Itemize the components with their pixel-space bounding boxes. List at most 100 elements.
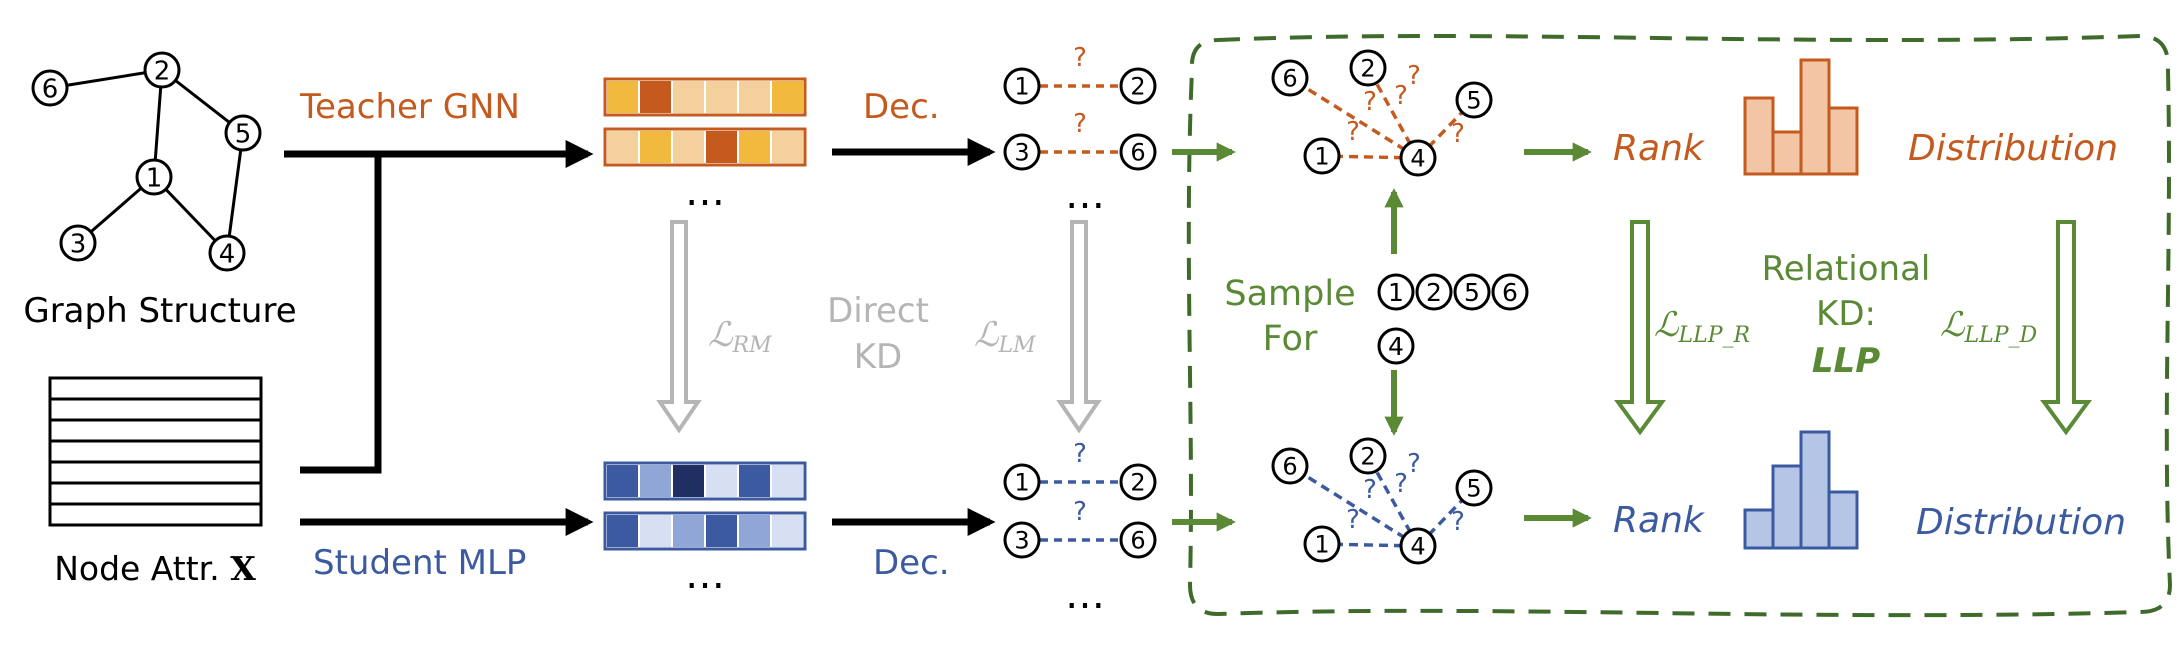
teacher-sample-node-5: 5 <box>1455 81 1493 119</box>
teacher-distribution-label: Distribution <box>1908 128 2118 169</box>
teacher-link-1-2-node-b-label: 2 <box>1130 73 1145 101</box>
sample-node-6: 6 <box>1491 273 1529 311</box>
student-embeddings <box>603 461 807 551</box>
student-embedding-row-2-cell <box>704 513 739 549</box>
teacher-sample-question-2: ? <box>1394 81 1408 111</box>
teacher-rank-label: Rank <box>1613 128 1706 169</box>
student-link-1-2-node-a: 1 <box>1003 463 1041 501</box>
teacher-sample-question-5: ? <box>1451 119 1465 149</box>
teacher-link-3-6-node-b-label: 6 <box>1130 139 1145 167</box>
student-label: Student MLP <box>313 543 526 583</box>
teacher-sample-node-6-label: 6 <box>1282 65 1297 93</box>
student-link-3-6-node-b-label: 6 <box>1130 527 1145 555</box>
sample-node-1-label: 1 <box>1388 278 1404 307</box>
teacher-sample-node-5-label: 5 <box>1466 87 1481 115</box>
student-embedding-row-2-cell <box>605 513 640 549</box>
graph-node-4-label: 4 <box>219 239 236 269</box>
teacher-embedding-row-2-cell <box>605 129 640 165</box>
student-embedding-row-2-cell <box>638 513 673 549</box>
teacher-embedding-ellipsis: … <box>685 169 725 215</box>
student-embedding-row-1 <box>605 463 805 499</box>
student-link-3-6-node-a-label: 3 <box>1014 527 1029 555</box>
graph-node-2-label: 2 <box>154 56 171 86</box>
student-decoder-label: Dec. <box>873 543 950 583</box>
student-sample-question-2: ? <box>1394 469 1408 499</box>
student-sample-edge-4-6 <box>1289 464 1419 548</box>
student-rank-label: Rank <box>1613 500 1706 541</box>
student-sample-node-2-label: 2 <box>1360 443 1375 471</box>
graph-node-6: 6 <box>31 69 69 107</box>
student-distribution-label: Distribution <box>1916 502 2126 543</box>
teacher-embedding-row-2-cell <box>737 129 772 165</box>
student-sample-question-1: ? <box>1346 505 1360 535</box>
loss-lm: ℒLM <box>974 315 1036 358</box>
student-embedding-row-1-cell <box>605 463 640 499</box>
student-sample-node-1: 1 <box>1303 525 1341 563</box>
node-attribute-matrix: Node Attr. X <box>48 376 263 588</box>
sample-node-2-label: 2 <box>1426 278 1442 307</box>
student-embedding-row-2-cell <box>737 513 772 549</box>
teacher-sample-node-2-label: 2 <box>1360 55 1375 83</box>
teacher-sample-anchor-node: 4 <box>1399 139 1437 177</box>
student-embedding-row-1-cell <box>737 463 772 499</box>
student-sample-question-2b: ? <box>1407 449 1421 479</box>
student-sample-anchor-node-label: 4 <box>1410 533 1425 561</box>
student-sample-node-1-label: 1 <box>1314 531 1329 559</box>
graph-caption: Graph Structure <box>23 291 296 331</box>
teacher-embedding-row-1 <box>605 79 805 115</box>
loss-llp-d: ℒLLP_D <box>1940 305 2038 348</box>
sample-node-1: 1 <box>1377 273 1415 311</box>
relational-kd-line2: KD: <box>1816 294 1876 334</box>
sample-anchor-4-label: 4 <box>1388 332 1404 361</box>
sample-line2: For <box>1263 319 1318 359</box>
teacher-link-1-2-node-a-label: 1 <box>1014 73 1029 101</box>
teacher-embedding-row-2-cell <box>671 129 706 165</box>
sample-line1: Sample <box>1224 274 1355 314</box>
graph-node-2: 2 <box>143 51 181 89</box>
direct-kd-line1: Direct <box>827 291 929 331</box>
relational-kd-line3: LLP <box>1812 341 1880 381</box>
student-sample-node-2: 2 <box>1349 437 1387 475</box>
student-link-1-2-node-a-label: 1 <box>1014 469 1029 497</box>
student-sample-node-6-label: 6 <box>1282 453 1297 481</box>
teacher-link-3-6-node-a-label: 3 <box>1014 139 1029 167</box>
teacher-embedding-row-2-cell <box>638 129 673 165</box>
teacher-embedding-row-1-cell <box>770 79 805 115</box>
student-link-1-2-node-b: 2 <box>1119 463 1157 501</box>
attribute-caption: Node Attr. X <box>54 549 256 588</box>
student-embedding-row-2-cell <box>671 513 706 549</box>
graph-node-1-label: 1 <box>146 163 163 193</box>
graph-node-3-label: 3 <box>70 229 87 259</box>
sample-anchor-4: 4 <box>1377 327 1415 365</box>
student-embedding-row-2-cell <box>770 513 805 549</box>
sample-node-5-label: 5 <box>1464 278 1480 307</box>
direct-kd-rm-arrow <box>656 220 702 434</box>
teacher-link-1-2-node-b: 2 <box>1119 67 1157 105</box>
sample-node-5: 5 <box>1453 273 1491 311</box>
loss-rm: ℒRM <box>708 315 772 358</box>
teacher-embedding-row-2 <box>605 129 805 165</box>
graph-node-6-label: 6 <box>42 74 59 104</box>
student-embedding-row-1-cell <box>770 463 805 499</box>
student-sample-question-5: ? <box>1451 507 1465 537</box>
student-histogram-icon <box>1743 430 1859 550</box>
student-embedding-row-1-cell <box>671 463 706 499</box>
sample-anchor-node: 4 <box>1377 327 1415 365</box>
input-connectors <box>284 140 594 536</box>
graph-node-4: 4 <box>208 234 246 272</box>
student-embedding-row-1-cell <box>704 463 739 499</box>
student-link-3-6-question: ? <box>1073 497 1087 527</box>
sample-node-2: 2 <box>1415 273 1453 311</box>
teacher-sample-anchor-node-label: 4 <box>1410 145 1425 173</box>
student-link-1-2-node-b-label: 2 <box>1130 469 1145 497</box>
teacher-sample-question-2b: ? <box>1407 61 1421 91</box>
student-embedding-ellipsis: … <box>685 552 725 598</box>
student-embedding-row-2 <box>605 513 805 549</box>
teacher-histogram-icon <box>1743 58 1859 176</box>
student-link-3-6-node-a: 3 <box>1003 521 1041 559</box>
